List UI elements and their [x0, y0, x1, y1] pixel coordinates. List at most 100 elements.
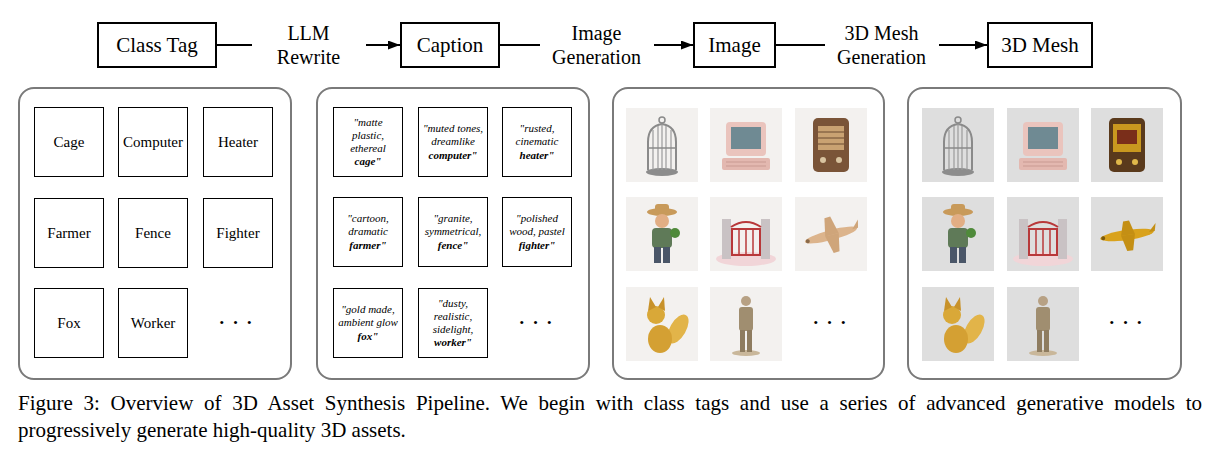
- stage-box: 3D Mesh: [987, 22, 1093, 68]
- image-tile: [626, 197, 698, 271]
- image-tile: [626, 287, 698, 361]
- stage-panel: • • •: [907, 87, 1182, 380]
- ellipsis-mark: • • •: [813, 315, 848, 331]
- cage-mesh: [942, 117, 974, 176]
- class-tag-box: Fence: [118, 198, 188, 268]
- edge-label: Image Generation: [540, 21, 654, 69]
- class-tag-box: Fighter: [203, 198, 273, 268]
- node-text: "cartoon, dramatic farmer": [337, 212, 398, 252]
- node-text: Heater: [218, 134, 258, 151]
- caption-words: "dusty, realistic, sidelight,: [433, 297, 474, 335]
- figure-caption: Figure 3: Overview of 3D Asset Synthesis…: [18, 390, 1202, 445]
- stage-box: Caption: [400, 22, 500, 68]
- heater-image: [813, 118, 849, 172]
- mesh-tile: [1007, 108, 1079, 182]
- mesh-tile: [1007, 287, 1079, 361]
- stage-panel: • • •: [612, 87, 885, 380]
- ellipsis-mark: • • •: [1109, 315, 1144, 331]
- stage-panel: Cage Computer HeaterFarmer Fence FighterFox W…: [18, 87, 292, 380]
- caption-class: computer": [429, 149, 478, 161]
- class-tag-box: Farmer: [34, 198, 104, 268]
- worker-image: [732, 296, 760, 356]
- computer-image: [722, 122, 770, 170]
- class-tag-box: Computer: [118, 107, 188, 177]
- caption-words: "cartoon, dramatic: [347, 212, 389, 237]
- caption-words: "granite, symmetrical,: [425, 212, 482, 237]
- node-text: Fence: [135, 225, 171, 242]
- caption-class: farmer": [349, 239, 386, 251]
- caption-box: "polished wood, pastel fighter": [502, 197, 572, 267]
- fence-mesh: [1013, 219, 1073, 266]
- image-tile: [626, 108, 698, 182]
- caption-words: "matte plastic, ethereal: [350, 116, 386, 154]
- fox-image: [647, 297, 693, 353]
- node-text: Cage: [54, 134, 85, 151]
- caption-box: "gold made, ambient glow fox": [333, 288, 403, 358]
- node-text: "rusted, cinematic heater": [506, 122, 567, 162]
- mesh-tile: [1091, 108, 1163, 182]
- edge-label: LLM Rewrite: [252, 21, 366, 69]
- node-text: Fox: [57, 315, 80, 332]
- farmer-mesh: [943, 204, 976, 263]
- stage-box: Image: [693, 22, 776, 68]
- node-text: Fighter: [216, 225, 259, 242]
- caption-box: "muted tones, dreamlike computer": [418, 107, 488, 177]
- mesh-tile: [922, 108, 994, 182]
- class-tag-box: Worker: [118, 288, 188, 358]
- caption-box: "rusted, cinematic heater": [502, 107, 572, 177]
- caption-words: "rusted, cinematic: [516, 122, 559, 147]
- worker-mesh: [1029, 296, 1057, 356]
- image-tile: [795, 197, 867, 271]
- edge-label: 3D Mesh Generation: [825, 21, 939, 69]
- node-text: Worker: [131, 315, 176, 332]
- fence-image: [716, 219, 776, 266]
- node-text: "granite, symmetrical, fence": [422, 212, 483, 252]
- caption-box: "dusty, realistic, sidelight, worker": [418, 288, 488, 358]
- image-tile: [710, 108, 782, 182]
- mesh-tile: [1007, 197, 1079, 271]
- caption-words: "muted tones, dreamlike: [423, 122, 483, 147]
- mesh-tile: [922, 197, 994, 271]
- cage-image: [646, 117, 678, 176]
- caption-box: "cartoon, dramatic farmer": [333, 197, 403, 267]
- stage-panel: "matte plastic, ethereal cage" "muted ton…: [316, 87, 590, 380]
- node-text: 3D Mesh: [1001, 33, 1079, 58]
- fighter-mesh: [1098, 217, 1159, 255]
- image-tile: [710, 287, 782, 361]
- caption-words: "gold made, ambient glow: [338, 303, 398, 328]
- image-tile: [795, 108, 867, 182]
- farmer-image: [647, 204, 680, 263]
- caption-class: fox": [358, 330, 379, 342]
- caption-class: fence": [438, 239, 469, 251]
- ellipsis-mark: • • •: [519, 315, 554, 331]
- node-text: Image: [708, 33, 760, 58]
- mesh-panel: [922, 108, 1163, 361]
- caption-class: worker": [434, 336, 472, 348]
- node-text: "muted tones, dreamlike computer": [422, 122, 483, 162]
- node-text: "polished wood, pastel fighter": [506, 212, 567, 252]
- class-tag-box: Cage: [34, 107, 104, 177]
- caption-class: heater": [520, 149, 555, 161]
- caption-class: fighter": [519, 239, 556, 251]
- node-text: Computer: [123, 134, 183, 151]
- class-tag-box: Heater: [203, 107, 273, 177]
- heater-mesh: [1109, 118, 1145, 172]
- fighter-image: [800, 210, 864, 260]
- stage-box: Class Tag: [97, 22, 217, 68]
- node-text: "dusty, realistic, sidelight, worker": [422, 297, 483, 350]
- mesh-tile: [922, 287, 994, 361]
- node-text: Farmer: [47, 225, 90, 242]
- caption-class: cage": [355, 155, 382, 167]
- image-tile: [710, 197, 782, 271]
- node-text: Caption: [417, 33, 484, 58]
- class-tag-box: Fox: [34, 288, 104, 358]
- caption-words: "polished wood, pastel: [509, 212, 565, 237]
- mesh-tile: [1091, 197, 1163, 271]
- ellipsis-mark: • • •: [219, 315, 254, 331]
- computer-mesh: [1019, 122, 1067, 170]
- caption-box: "matte plastic, ethereal cage": [333, 107, 403, 177]
- node-text: "matte plastic, ethereal cage": [337, 116, 398, 169]
- caption-box: "granite, symmetrical, fence": [418, 197, 488, 267]
- fox-mesh: [943, 297, 989, 353]
